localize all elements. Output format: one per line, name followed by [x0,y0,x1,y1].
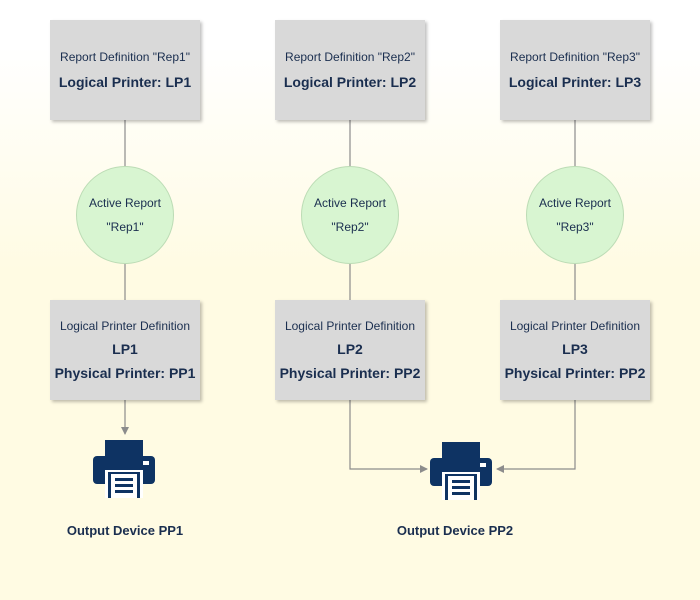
output-device-pp1-label: Output Device PP1 [66,523,184,538]
report-definition-rep2: Report Definition "Rep2" Logical Printer… [275,20,425,120]
report-definition-caption: Report Definition "Rep1" [60,50,190,64]
logical-printer-definition-caption: Logical Printer Definition [59,319,191,333]
active-report-caption: Active Report [88,196,162,210]
connector-lp3-device2 [496,400,576,473]
logical-printer-label: Logical Printer: LP1 [58,74,192,90]
printer-icon [93,440,155,498]
active-report-name: "Rep1" [106,220,144,234]
connector-lp2-device2 [349,400,428,473]
report-definition-caption: Report Definition "Rep3" [510,50,640,64]
physical-printer-label: Physical Printer: PP1 [54,365,196,381]
report-definition-rep3: Report Definition "Rep3" Logical Printer… [500,20,650,120]
active-report-name: "Rep3" [556,220,594,234]
logical-printer-definition-caption: Logical Printer Definition [509,319,641,333]
printer-icon [430,442,492,500]
active-report-caption: Active Report [538,196,612,210]
physical-printer-label: Physical Printer: PP2 [504,365,646,381]
active-report-rep2: Active Report "Rep2" [301,166,399,264]
logical-printer-definition-lp2: Logical Printer Definition LP2 Physical … [275,300,425,400]
logical-printer-name: LP1 [112,341,138,357]
logical-printer-label: Logical Printer: LP3 [508,74,642,90]
logical-printer-definition-lp1: Logical Printer Definition LP1 Physical … [50,300,200,400]
logical-printer-label: Logical Printer: LP2 [283,74,417,90]
active-report-rep1: Active Report "Rep1" [76,166,174,264]
report-definition-rep1: Report Definition "Rep1" Logical Printer… [50,20,200,120]
logical-printer-definition-lp3: Logical Printer Definition LP3 Physical … [500,300,650,400]
physical-printer-label: Physical Printer: PP2 [279,365,421,381]
active-report-rep3: Active Report "Rep3" [526,166,624,264]
active-report-caption: Active Report [313,196,387,210]
logical-printer-name: LP2 [337,341,363,357]
logical-printer-name: LP3 [562,341,588,357]
active-report-name: "Rep2" [331,220,369,234]
logical-printer-definition-caption: Logical Printer Definition [284,319,416,333]
report-definition-caption: Report Definition "Rep2" [285,50,415,64]
output-device-pp2-label: Output Device PP2 [396,523,514,538]
